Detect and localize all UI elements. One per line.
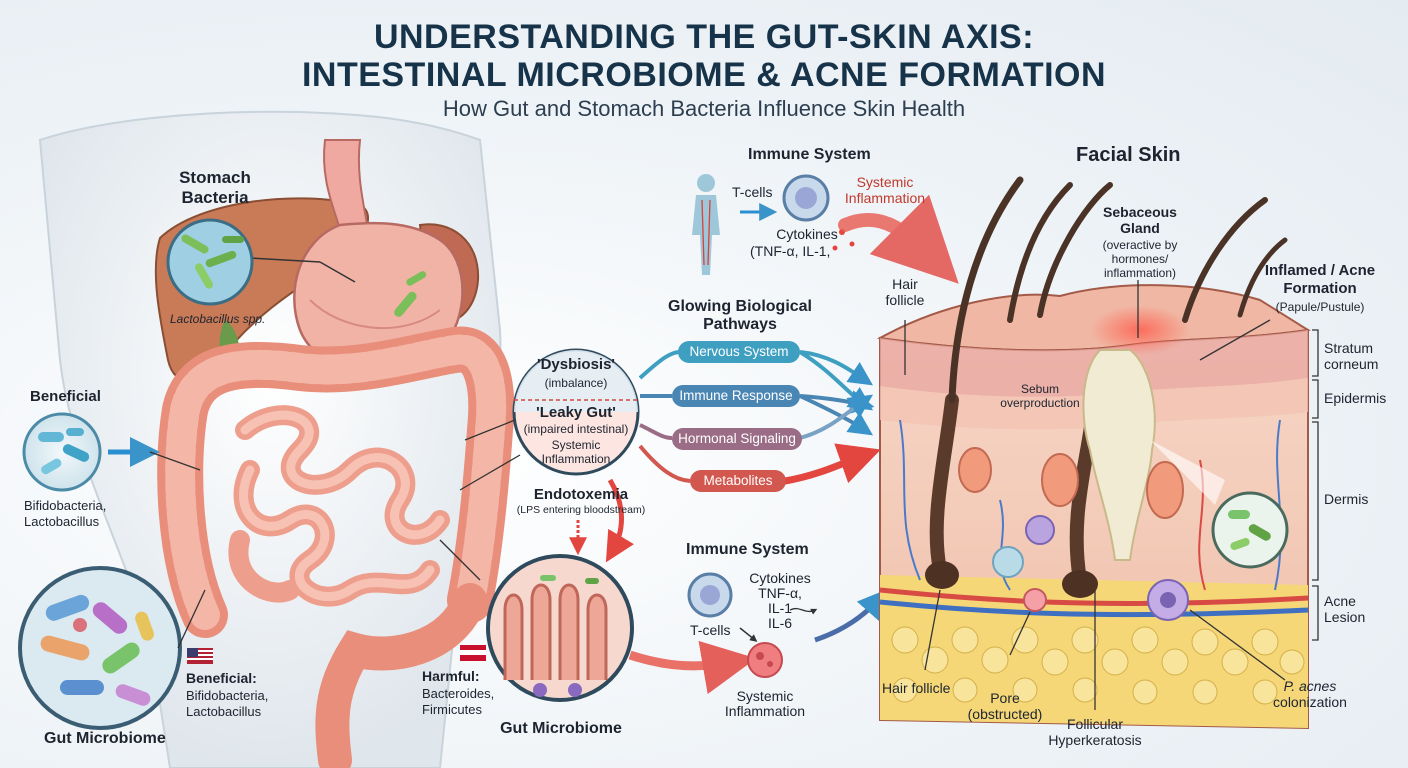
inflamed-cell-icon (747, 642, 783, 678)
layer-stratum-1: Stratum (1324, 340, 1374, 356)
hyperkeratosis-label-1: Follicular (1066, 716, 1123, 732)
p-acnes-label-1: P. acnes (1283, 678, 1337, 694)
page-subtitle: How Gut and Stomach Bacteria Influence S… (442, 96, 966, 121)
gut-villi-magnifier (439, 539, 634, 702)
pathways-title-1: Glowing Biological (668, 298, 812, 315)
layer-acne-lesion-1: Acne (1324, 593, 1356, 609)
harmful-species-1: Bacteroides, (422, 686, 495, 701)
hair-follicle-top-1: Hair (892, 276, 918, 292)
pathways-title-2: Pathways (703, 316, 777, 333)
stomach-bacteria-title-2: Bacteria (181, 188, 249, 207)
gut-microbiome-label-center: Gut Microbiome (500, 720, 622, 737)
harmful-title: Harmful: (422, 668, 480, 684)
human-figure-icon (692, 174, 720, 275)
stomach-species-label: Lactobacillus spp. (170, 312, 266, 326)
sebaceous-gland-4: hormones/ (1111, 252, 1169, 266)
layer-stratum-2: corneum (1324, 356, 1379, 372)
gut-microbiome-label-left: Gut Microbiome (44, 730, 166, 747)
hair-follicle-top-2: follicle (885, 292, 925, 308)
facial-skin-title: Facial Skin (1076, 144, 1181, 166)
sebum-label-1: Sebum (1020, 382, 1060, 396)
sebum-label-2: overproduction (1000, 396, 1080, 410)
beneficial-species-1: Bifidobacteria, (24, 498, 107, 513)
pathway-metabolites-label: Metabolites (703, 473, 773, 488)
layer-dermis: Dermis (1324, 491, 1369, 507)
cytokines-bottom-1: Cytokines (749, 570, 811, 586)
harmful-flag-icon (460, 645, 486, 661)
pathway-hormonal-signaling-label: Hormonal Signaling (678, 431, 796, 446)
layer-epidermis: Epidermis (1324, 390, 1387, 406)
dysbiosis-title: 'Dysbiosis' (537, 356, 615, 373)
dysbiosis-sub: (imbalance) (544, 376, 608, 390)
sebaceous-gland-3: (overactive by (1102, 238, 1178, 252)
pathway-nervous-system: Nervous System (678, 341, 800, 363)
cytokine-wave (789, 607, 818, 615)
sebaceous-gland-5: inflammation) (1103, 266, 1177, 280)
tcell-bottom-arrow (739, 627, 758, 642)
harmful-species-2: Firmicutes (422, 702, 482, 717)
stomach-bacteria-magnifier (166, 218, 427, 317)
skin-cross-section (876, 176, 1319, 730)
beneficial-bacteria-magnifier (22, 412, 201, 492)
systemic-inflammation-top-1: Systemic (856, 174, 914, 190)
endotoxemia-title: Endotoxemia (533, 486, 629, 503)
large-intestine (157, 326, 515, 768)
beneficial2-title: Beneficial: (186, 670, 257, 686)
leaky-gut-title: 'Leaky Gut' (536, 404, 616, 421)
gut-microbiome-magnifier (18, 566, 206, 730)
pathway-arrows (638, 350, 881, 485)
small-intestine (228, 405, 450, 607)
cytokines-bottom-2: TNF-α, (758, 585, 802, 601)
dysbiosis-systemic-1: Systemic (551, 438, 601, 452)
page-title-line-1: UNDERSTANDING THE GUT-SKIN AXIS: (373, 18, 1035, 56)
pore-label-1: Pore (990, 690, 1020, 706)
systemic-inflammation-top-2: Inflammation (844, 190, 926, 206)
systemic-inflammation-bottom-2: Inflammation (724, 703, 806, 719)
dysbiosis-systemic-2: Inflammation (541, 452, 611, 466)
acne-formation-2: Formation (1283, 280, 1357, 297)
acne-formation-3: (Papule/Pustule) (1275, 300, 1365, 314)
cytokines-bottom-3: IL-1 (767, 600, 793, 616)
pathway-immune-response: Immune Response (672, 385, 800, 407)
endotoxemia-sub: (LPS entering bloodstream) (516, 504, 646, 516)
tcells-bottom-label: T-cells (690, 622, 731, 638)
tcell-bottom-icon (687, 572, 733, 618)
cytokines-top-2: (TNF-α, IL-1, (750, 243, 831, 259)
cytokine-to-skin-arrow (814, 589, 888, 643)
cytokines-bottom-4: IL-6 (767, 615, 793, 631)
leaky-gut-sub: (impaired intestinal) (523, 422, 629, 436)
systemic-inflammation-bottom-1: Systemic (736, 688, 794, 704)
hyperkeratosis-label-2: Hyperkeratosis (1048, 732, 1142, 748)
beneficial-flag-icon (187, 648, 213, 664)
p-acnes-label-2: colonization (1273, 694, 1347, 710)
page-title-line-2: INTESTINAL MICROBIOME & ACNE FORMATION (301, 56, 1107, 94)
immune-system-bottom-title: Immune System (686, 541, 809, 558)
dysbiosis-magnifier (459, 348, 640, 491)
hair-follicle-bottom-label: Hair follicle (882, 680, 951, 696)
immune-system-top-title: Immune System (748, 146, 871, 163)
acne-formation-1: Inflamed / Acne (1264, 262, 1376, 279)
sebaceous-gland-2: Gland (1120, 220, 1160, 236)
systemic-inflammation-arrow-bottom (628, 640, 757, 695)
beneficial2-species-2: Lactobacillus (186, 704, 262, 719)
pathway-nervous-system-label: Nervous System (689, 344, 789, 359)
sebaceous-gland-1: Sebaceous (1103, 204, 1177, 220)
systemic-inflammation-arrow-top (838, 194, 959, 284)
tcell-top-icon (782, 174, 830, 222)
pore-label-2: (obstructed) (967, 706, 1043, 722)
beneficial-title: Beneficial (30, 388, 101, 405)
pathway-metabolites: Metabolites (690, 470, 786, 492)
layer-acne-lesion-2: Lesion (1324, 609, 1366, 625)
beneficial2-species-1: Bifidobacteria, (186, 688, 269, 703)
beneficial-species-2: Lactobacillus (24, 514, 100, 529)
pathway-immune-response-label: Immune Response (679, 388, 793, 403)
stomach-bacteria-title-1: Stomach (179, 168, 251, 187)
cytokines-top-1: Cytokines (776, 226, 838, 242)
tcells-top-label: T-cells (732, 184, 773, 200)
pathway-hormonal-signaling: Hormonal Signaling (672, 428, 802, 450)
endotoxemia-arrow (605, 478, 635, 563)
